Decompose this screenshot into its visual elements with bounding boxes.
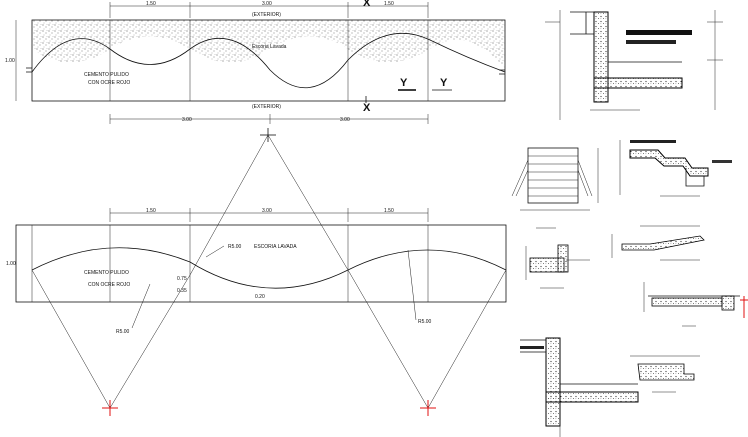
wall-section-detail-bottom <box>520 337 639 437</box>
radius-leader <box>131 283 151 329</box>
small-wall-detail <box>525 227 590 289</box>
cemento-label-line1: CEMENTO PULIDO <box>84 72 129 78</box>
dimension-label: 3.00 <box>262 1 272 7</box>
edge-section-fill <box>637 363 695 381</box>
construction-line <box>347 269 429 409</box>
curb-section-fill <box>721 295 735 311</box>
center-point-marker <box>102 400 118 416</box>
note-block <box>626 30 692 35</box>
coping-line <box>570 11 594 35</box>
arc-center <box>189 261 349 289</box>
cemento-label-line2: CON OCRE ROJO <box>88 80 130 86</box>
cemento-label-line1: CEMENTO PULIDO <box>84 270 129 276</box>
ramp-section-detail <box>611 225 705 261</box>
construction-line <box>427 269 507 409</box>
planter-outline <box>15 224 507 303</box>
slab-section-fill <box>651 297 723 307</box>
note-block <box>712 160 732 163</box>
cemento-label-line2: CON OCRE ROJO <box>88 282 130 288</box>
stair-outline <box>527 147 579 204</box>
dimension-label: 1.50 <box>384 1 394 7</box>
coping-line <box>520 339 546 353</box>
note-block <box>520 346 544 349</box>
stair-section-fill <box>629 149 709 177</box>
small-dimension: 0.75 <box>177 276 187 282</box>
wall-section-fill <box>545 337 561 427</box>
side-dimension-label: 1.00 <box>6 261 16 267</box>
wall-section-fill <box>557 244 569 273</box>
radius-label: R5.00 <box>228 244 242 250</box>
arc-left <box>31 247 191 271</box>
slab-section-fill <box>545 391 639 403</box>
gravel-fill-area <box>32 20 505 68</box>
bottom-floor-plan: 1.50 3.00 1.50 R5.00 R5.00 R5.00 ESCORIA… <box>6 128 507 416</box>
side-bracket-lines <box>511 159 593 197</box>
dimension-label: 1.50 <box>146 208 156 214</box>
stair-section-detail <box>619 140 732 197</box>
planter-outline <box>31 19 506 102</box>
construction-line <box>31 269 111 409</box>
red-marker <box>740 296 748 318</box>
dimension-label: 1.50 <box>384 208 394 214</box>
small-dimension: 0.35 <box>177 288 187 294</box>
escoria-label: Escoria Lavada <box>252 44 287 50</box>
exterior-label-bottom: (EXTERIOR) <box>252 104 281 110</box>
radius-label: R5.00 <box>418 319 432 325</box>
dimension-label: 1.50 <box>146 1 156 7</box>
radius-leader <box>205 245 225 258</box>
construction-line <box>189 134 269 276</box>
construction-line <box>267 134 349 271</box>
radius-label: R5.00 <box>116 329 130 335</box>
section-marker-y: Y <box>440 77 448 89</box>
dimension-label: 3.00 <box>182 117 192 123</box>
edge-detail <box>630 355 700 393</box>
note-block <box>630 140 676 143</box>
curb-section-detail <box>643 282 748 327</box>
escoria-label: ESCORIA LAVADA <box>254 244 297 250</box>
section-marker-x: X <box>363 102 371 114</box>
construction-line <box>109 274 191 409</box>
note-block <box>626 40 676 44</box>
arc-right <box>347 249 507 271</box>
radius-leader <box>407 249 417 321</box>
ramp-section-fill <box>621 235 705 251</box>
dimension-label: 3.00 <box>340 117 350 123</box>
center-point-marker <box>420 400 436 416</box>
slab-section-fill <box>593 77 683 89</box>
section-marker-x: X <box>363 0 371 9</box>
wall-section-detail-top <box>545 10 723 120</box>
stair-elevation-detail <box>511 147 599 211</box>
dimension-label: 3.00 <box>262 208 272 214</box>
small-dimension: 0.20 <box>255 294 265 300</box>
footing-outline <box>685 168 705 187</box>
top-floor-plan: 1.50 3.00 1.50 (EXTERIOR) Escoria Lavada… <box>5 0 506 124</box>
side-dimension-label: 1.00 <box>5 58 15 64</box>
wall-hook <box>499 69 505 75</box>
section-marker-y: Y <box>400 77 408 89</box>
wall-hook <box>26 67 32 73</box>
exterior-label-top: (EXTERIOR) <box>252 12 281 18</box>
